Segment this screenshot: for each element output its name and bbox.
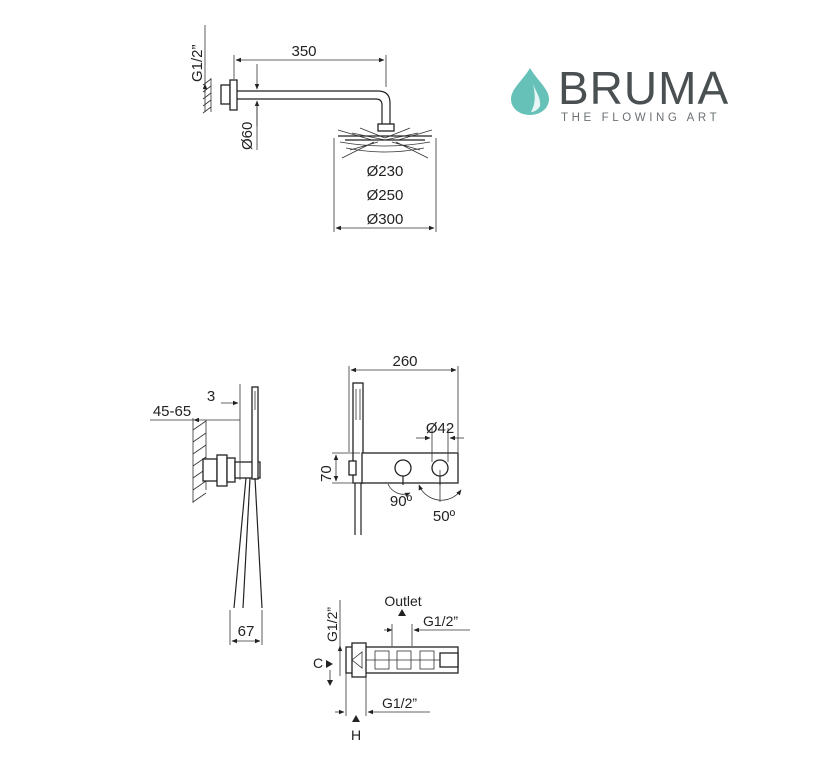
valve-body-drawing: G1/2” Outlet G1/2” C G1/2” H bbox=[313, 593, 470, 743]
head-diameter-3: Ø300 bbox=[367, 211, 404, 228]
hand-shower-side-drawing: 3 45-65 67 bbox=[150, 384, 263, 645]
mixer-height-label: 70 bbox=[318, 465, 335, 482]
brand-logo: BRUMA THE FLOWING ART bbox=[511, 62, 729, 124]
hot-thread-label: G1/2” bbox=[382, 695, 417, 711]
droplet-icon bbox=[511, 68, 549, 115]
mixer-width-label: 260 bbox=[392, 353, 417, 370]
outlet-thread-label: G1/2” bbox=[423, 613, 458, 629]
angle-left-label: 90º bbox=[390, 493, 413, 510]
head-diameter-2: Ø250 bbox=[367, 187, 404, 204]
cold-inlet-label: C bbox=[313, 655, 323, 671]
hot-inlet-label: H bbox=[351, 727, 361, 743]
side-thread-label: G1/2” bbox=[324, 607, 340, 642]
arm-length-label: 350 bbox=[291, 43, 316, 60]
knob-diameter-label: Ø42 bbox=[426, 420, 454, 437]
inlet-thread-label: G1/2” bbox=[189, 44, 206, 82]
projection-label: 67 bbox=[238, 623, 255, 640]
angle-right-label: 50º bbox=[433, 508, 456, 525]
brand-tagline: THE FLOWING ART bbox=[561, 112, 720, 124]
outlet-label: Outlet bbox=[384, 593, 421, 609]
wall-gap-label: 3 bbox=[207, 388, 215, 405]
brand-name: BRUMA bbox=[558, 62, 729, 114]
flange-diameter-label: Ø60 bbox=[239, 122, 256, 150]
mixer-front-drawing: 260 Ø42 70 90º 50º bbox=[318, 353, 464, 535]
depth-range-label: 45-65 bbox=[153, 403, 191, 420]
head-shower-drawing: 350 G1/2” Ø60 Ø230 Ø250 Ø300 bbox=[189, 25, 437, 232]
head-diameter-1: Ø230 bbox=[367, 163, 404, 180]
